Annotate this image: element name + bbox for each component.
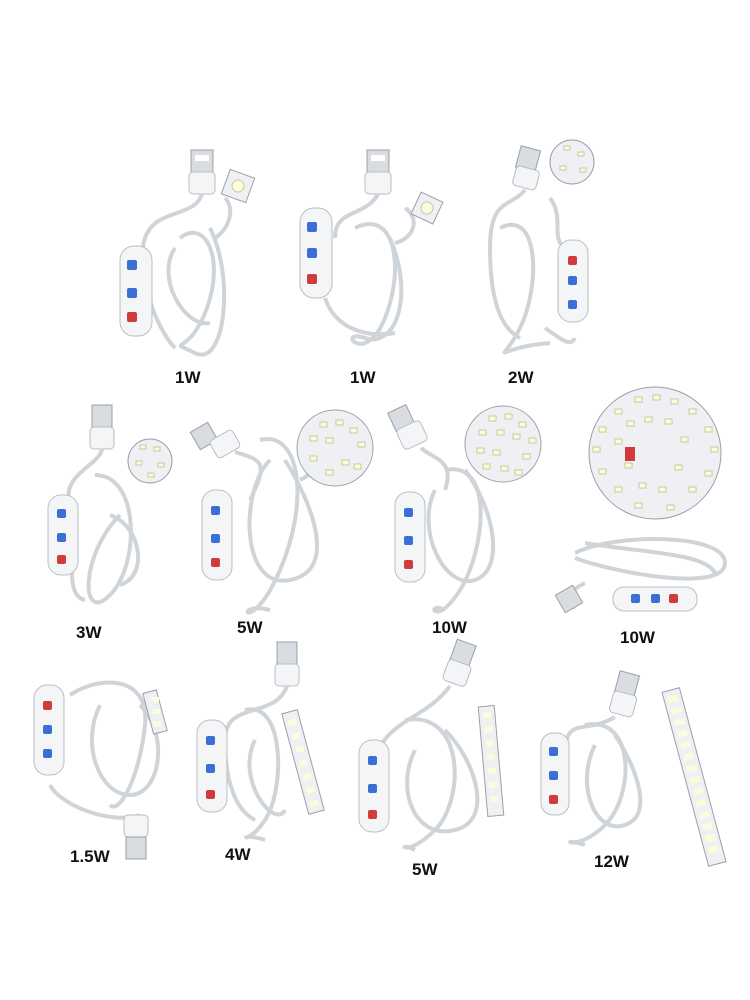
watt-label: 4W: [225, 845, 251, 864]
cable-coil: [222, 685, 289, 842]
controller: [358, 739, 390, 833]
watt-label: 5W: [237, 618, 263, 637]
watt-label: 2W: [508, 368, 534, 387]
usb-plug-icon: [442, 638, 477, 687]
led-chip-icon: [220, 168, 256, 204]
product-10w-large-disc: 10W: [554, 383, 745, 653]
usb-plug-icon: [512, 145, 542, 191]
controller: [196, 719, 228, 813]
controller: [612, 586, 698, 612]
cable-coil: [323, 192, 416, 346]
led-disc-icon: [127, 438, 173, 484]
cable-coil: [373, 684, 480, 852]
usb-plug-icon: [189, 421, 241, 459]
watt-label: 5W: [412, 860, 438, 879]
product-5w-strip: 5W: [355, 638, 535, 880]
watt-label: 1W: [175, 368, 201, 387]
product-10w-disc: 10W: [385, 400, 545, 640]
controller: [201, 489, 233, 581]
led-disc-icon: [464, 405, 542, 483]
watt-label: 1W: [350, 368, 376, 387]
controller: [299, 207, 333, 299]
led-disc-icon: [588, 386, 722, 520]
product-1w-chip: 1W: [295, 148, 455, 387]
product-12w-strip: 12W: [535, 665, 750, 880]
led-disc-icon: [549, 139, 595, 185]
product-1w-chip: 1W: [115, 148, 265, 387]
usb-plug-icon: [123, 814, 149, 860]
led-disc-icon: [296, 409, 374, 487]
product-5w-disc: 5W: [189, 400, 380, 640]
watt-label: 1.5W: [70, 847, 110, 866]
usb-plug-icon: [89, 404, 115, 450]
controller: [540, 732, 570, 816]
led-strip-icon: [142, 689, 168, 735]
product-3w-disc: 3W: [40, 404, 180, 642]
cable-coil: [66, 448, 140, 605]
cable-coil: [48, 680, 161, 820]
usb-plug-icon: [364, 149, 392, 195]
controller: [394, 491, 426, 583]
usb-plug-icon: [387, 404, 428, 450]
usb-plug-icon: [188, 149, 216, 195]
product-4w-strip: 4W: [195, 640, 355, 870]
product-1.5w-strip: 1.5W: [30, 665, 190, 875]
watt-label: 12W: [594, 852, 629, 871]
product-2w-disc: 2W: [480, 138, 610, 387]
usb-plug-icon: [608, 670, 641, 718]
cable-coil: [140, 193, 233, 357]
led-strip-icon: [661, 687, 727, 867]
watt-label: 10W: [620, 628, 655, 647]
cable-coil: [563, 715, 643, 847]
cable-coil: [419, 438, 496, 614]
usb-plug-icon: [274, 641, 300, 687]
controller: [119, 245, 153, 337]
led-chip-icon: [410, 191, 444, 225]
led-strip-icon: [281, 709, 325, 815]
led-strip-icon: [477, 704, 505, 818]
controller: [33, 684, 65, 776]
usb-plug-icon: [554, 584, 584, 614]
controller: [47, 494, 79, 576]
watt-label: 3W: [76, 623, 102, 642]
watt-label: 10W: [432, 618, 467, 637]
controller: [557, 239, 589, 323]
